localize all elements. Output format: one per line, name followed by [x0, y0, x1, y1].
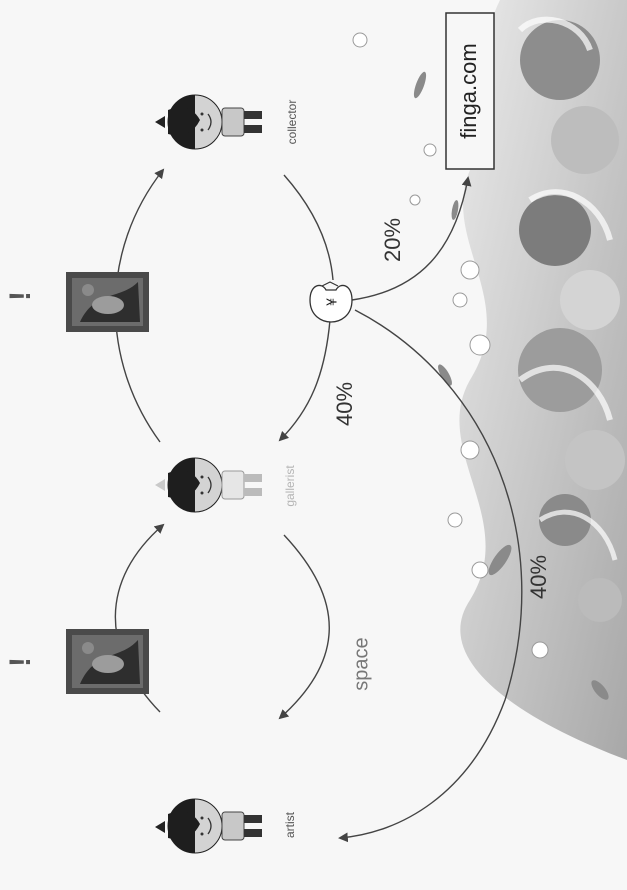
svg-text:!: ! [4, 657, 37, 667]
artist-label: artist [283, 811, 297, 838]
arrow-bag-to-artist [338, 309, 523, 843]
svg-text:!: ! [4, 291, 37, 301]
arrow-bag-to-gallerist [278, 319, 331, 442]
arrow-collector-to-bag [283, 174, 334, 281]
alert-icon-collector: ! [4, 291, 37, 301]
gallerist-marker-icon [155, 479, 165, 491]
arrow-bag-to-finga [351, 176, 472, 301]
collector-marker-icon [155, 116, 165, 128]
gallerist-label: gallerist [283, 465, 297, 507]
label-40-percent-artist: 40% [526, 555, 551, 599]
brand-text: finga.com [456, 43, 481, 138]
svg-text:20%: 20% [380, 218, 405, 262]
arrow-gallerist-space-to-artist [278, 534, 330, 720]
svg-text:collector: collector [285, 100, 299, 145]
alert-icon-gallerist: ! [4, 657, 37, 667]
collector-character [155, 94, 262, 150]
brand-box: finga.com [445, 12, 495, 170]
money-bag-icon: ¥ [309, 281, 353, 323]
gallerist-character [155, 457, 262, 513]
artwork-thumbnail-top [66, 272, 149, 332]
svg-text:¥: ¥ [326, 298, 341, 306]
label-20-percent-finga: 20% [380, 218, 405, 262]
label-space: space [350, 637, 372, 690]
svg-text:40%: 40% [332, 382, 357, 426]
svg-text:gallerist: gallerist [283, 465, 297, 507]
svg-text:space: space [350, 637, 372, 690]
svg-text:40%: 40% [526, 555, 551, 599]
artwork-thumbnail-bottom [66, 629, 149, 694]
label-40-percent-gallerist: 40% [332, 382, 357, 426]
artist-marker-icon [155, 821, 165, 833]
svg-text:artist: artist [283, 811, 297, 838]
collector-label: collector [285, 100, 299, 145]
artist-character [155, 798, 262, 854]
floral-swirl-decoration [352, 0, 627, 760]
